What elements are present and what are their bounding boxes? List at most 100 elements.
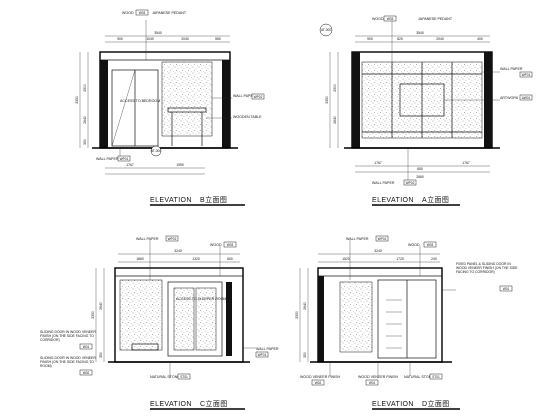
elevation-b-label-table: WOODEN TABLE: [233, 115, 262, 119]
elevation-b-dim-side-3: 350: [83, 139, 87, 145]
elevation-d-label-veneer-2-code: W02: [315, 381, 322, 385]
elevation-a-dim-top-2: 820: [397, 37, 403, 41]
elevation-b-section-marker: [150, 145, 162, 157]
elevation-c-jamb: [226, 282, 232, 356]
elevation-a-section-marker: [319, 23, 333, 37]
elevation-a-dim-bottom-3: 2660: [416, 175, 424, 179]
elevation-a-label-wallpaper-2-code: WP02: [406, 181, 415, 185]
elevation-b-label-wood-code: W03: [139, 11, 146, 15]
elevation-b-marker-code: AT-000: [151, 149, 161, 153]
elevation-a-wall-section-left: [352, 52, 360, 148]
elevation-a-annotations: WOOD W03 JAPANESE PEDANT WALL PAPER WP01…: [319, 15, 533, 186]
elevation-c-label-wood-code: W03: [227, 243, 234, 247]
elevation-b-label-wallpaper-2: WALL PAPER: [233, 94, 256, 98]
elevation-c-label-wallpaper-2: WALL PAPER: [136, 237, 159, 241]
elevation-a-dim-top-1: 900: [367, 37, 373, 41]
elevation-a-dim-bottom-2: 650: [417, 167, 423, 171]
elevation-a-caption: ELEVATION A立面图: [372, 195, 460, 206]
elevation-d-note-fixed-panel-code: W01: [503, 287, 510, 291]
elevation-c-door-leaf-right: [195, 287, 217, 351]
elevation-d-label-wallpaper-2-code: WP02: [378, 237, 387, 241]
elevation-d-wall-section-left: [318, 276, 324, 362]
elevation-d-dim-top-2: 1720: [396, 257, 404, 261]
elevation-b-dim-side-1: 2500: [83, 84, 87, 92]
elevation-b-dim-top-0: 3540: [154, 31, 162, 35]
elevation-d-label-veneer-1: WOOD VENEER FINISH: [358, 375, 399, 379]
elevation-b-wall-section-right: [222, 60, 230, 148]
elevation-b-dim-side-0: 3350: [75, 96, 79, 104]
elevation-d-annotations: WALL PAPER WP02 WOOD W03 FIXED PANEL & S…: [300, 235, 518, 386]
elevation-c-dim-side-2: 350: [99, 352, 103, 358]
elevation-c-sliding-door: [167, 281, 223, 357]
elevation-d-label-wood: WOOD: [408, 243, 420, 247]
elevation-c-note-door-corridor-code: W01: [83, 345, 90, 349]
elevation-b-dim-top-1: 900: [117, 37, 123, 41]
elevation-c-label-access: ACCESS TO SLEEPER ROOM: [176, 297, 226, 301]
elevation-b-dim-top-2: 1040: [146, 37, 154, 41]
elevation-d-dim-top-1: 1520: [342, 257, 350, 261]
elevation-c-label-stone: NATURAL STONE: [150, 375, 180, 379]
elevation-b-dim-top-4: 550: [215, 37, 221, 41]
elevation-a-label-artwork-code: AW01: [522, 96, 531, 100]
elevation-a-dim-top-3: 2040: [436, 37, 444, 41]
elevation-b-dim-bottom-0: 1767: [126, 163, 134, 167]
elevation-c-dim-top-0: 3240: [174, 249, 182, 253]
elevation-b-wallpaper-panel: [161, 61, 213, 137]
elevation-a-label-wood: WOOD: [372, 17, 384, 21]
elevation-b-annotations: WOOD W03 JAPANESE PEDANT WALL PAPER WP02…: [96, 9, 265, 162]
elevation-a-marker-code: AT-000: [321, 28, 331, 32]
elevation-d-caption-code: D立面图: [422, 399, 450, 408]
elevation-d-dim-top-3: 240: [431, 257, 437, 261]
elevation-a-dim-side-0: 3350: [325, 96, 329, 104]
elevation-c-note-door-room-code: W02: [83, 371, 90, 375]
elevation-b-label-wallpaper-1-code: WP01: [120, 157, 129, 161]
elevation-d-dim-side-2: 350: [303, 352, 307, 358]
elevation-b-wall-section-left: [100, 60, 108, 148]
elevation-c-label-wood: WOOD: [210, 243, 222, 247]
elevation-b-dim-bottom-1: 1950: [176, 163, 184, 167]
elevation-b-label-wallpaper-2-code: WP02: [254, 95, 263, 99]
elevation-a-label-pendant: JAPANESE PEDANT: [418, 17, 453, 21]
elevation-a-caption-code: A立面图: [422, 195, 449, 204]
elevation-c-dim-top-1: 1860: [136, 257, 144, 261]
elevation-c-dimension-chains: 3240 1860 1320 600 3350 2640 350: [91, 249, 240, 362]
elevation-b-dim-side-2: 2640: [83, 116, 87, 124]
elevation-b-label-wood: WOOD: [122, 11, 134, 15]
elevation-c-note-door-room: SLIDING DOOR IN WOOD VENEER FINISH (ON T…: [40, 356, 96, 368]
elevation-a-label-wallpaper-1-code: WP01: [522, 73, 531, 77]
elevation-c-label-wallpaper-1-code: WP01: [258, 353, 267, 357]
elevation-d-caption: ELEVATION D立面图: [372, 399, 460, 410]
elevation-c-wallpaper-panel: [119, 279, 163, 351]
elevation-a-dim-bottom-1: 1767: [462, 161, 470, 165]
elevation-a-caption-title: ELEVATION: [372, 197, 414, 204]
elevation-b-wooden-table: [167, 107, 207, 113]
elevation-c-note-door-corridor: SLIDING DOOR IN WOOD VENEER FINISH (ON T…: [40, 330, 96, 342]
elevation-c-stone-ledge: [131, 343, 159, 351]
elevation-c-dim-top-2: 1320: [192, 257, 200, 261]
elevation-c-door-leaf-left: [173, 287, 195, 351]
elevation-c-caption-code: C立面图: [200, 399, 228, 408]
elevation-b-caption: ELEVATION B立面图: [150, 195, 245, 206]
elevation-b-caption-title: ELEVATION: [150, 197, 192, 204]
elevation-d-label-veneer-1-code: W01: [369, 381, 376, 385]
elevation-d-label-veneer-2: WOOD VENEER FINISH: [300, 375, 341, 379]
elevation-a: 3540 900 820 2040 400 3350 2500 2640 176…: [319, 15, 533, 206]
elevation-d-dimension-chains: 3240 1520 1720 240 3350 2640 350: [295, 249, 440, 362]
elevation-d-label-wood-code: W03: [427, 243, 434, 247]
elevation-c-label-stone-code: ST01: [180, 375, 188, 379]
elevation-c-dim-side-1: 2640: [99, 302, 103, 310]
elevation-a-label-artwork: ARTWORK: [500, 96, 519, 100]
elevation-a-dimension-chains: 3540 900 820 2040 400 3350 2500 2640 176…: [325, 31, 490, 179]
elevation-c-dim-side-0: 3350: [91, 311, 95, 319]
elevation-b-caption-code: B立面图: [200, 195, 227, 204]
elevation-a-label-wallpaper-1: WALL PAPER: [500, 67, 523, 71]
elevation-a-dim-side-1: 2500: [333, 84, 337, 92]
elevation-c-label-wallpaper-2-code: WP02: [168, 237, 177, 241]
elevation-b: 3540 900 1040 2040 550 3350 2500 2640 35…: [75, 9, 265, 206]
elevation-d-dim-side-1: 2640: [303, 302, 307, 310]
elevation-c: 3240 1860 1320 600 3350 2640 350 WALL PA…: [40, 235, 279, 410]
elevation-d-note-fixed-panel-text: FIXED PANEL & SLIDING DOOR IN WOOD VENEE…: [456, 262, 518, 274]
elevation-d-stone-panel: [339, 281, 373, 353]
elevation-c-caption-title: ELEVATION: [150, 401, 192, 408]
